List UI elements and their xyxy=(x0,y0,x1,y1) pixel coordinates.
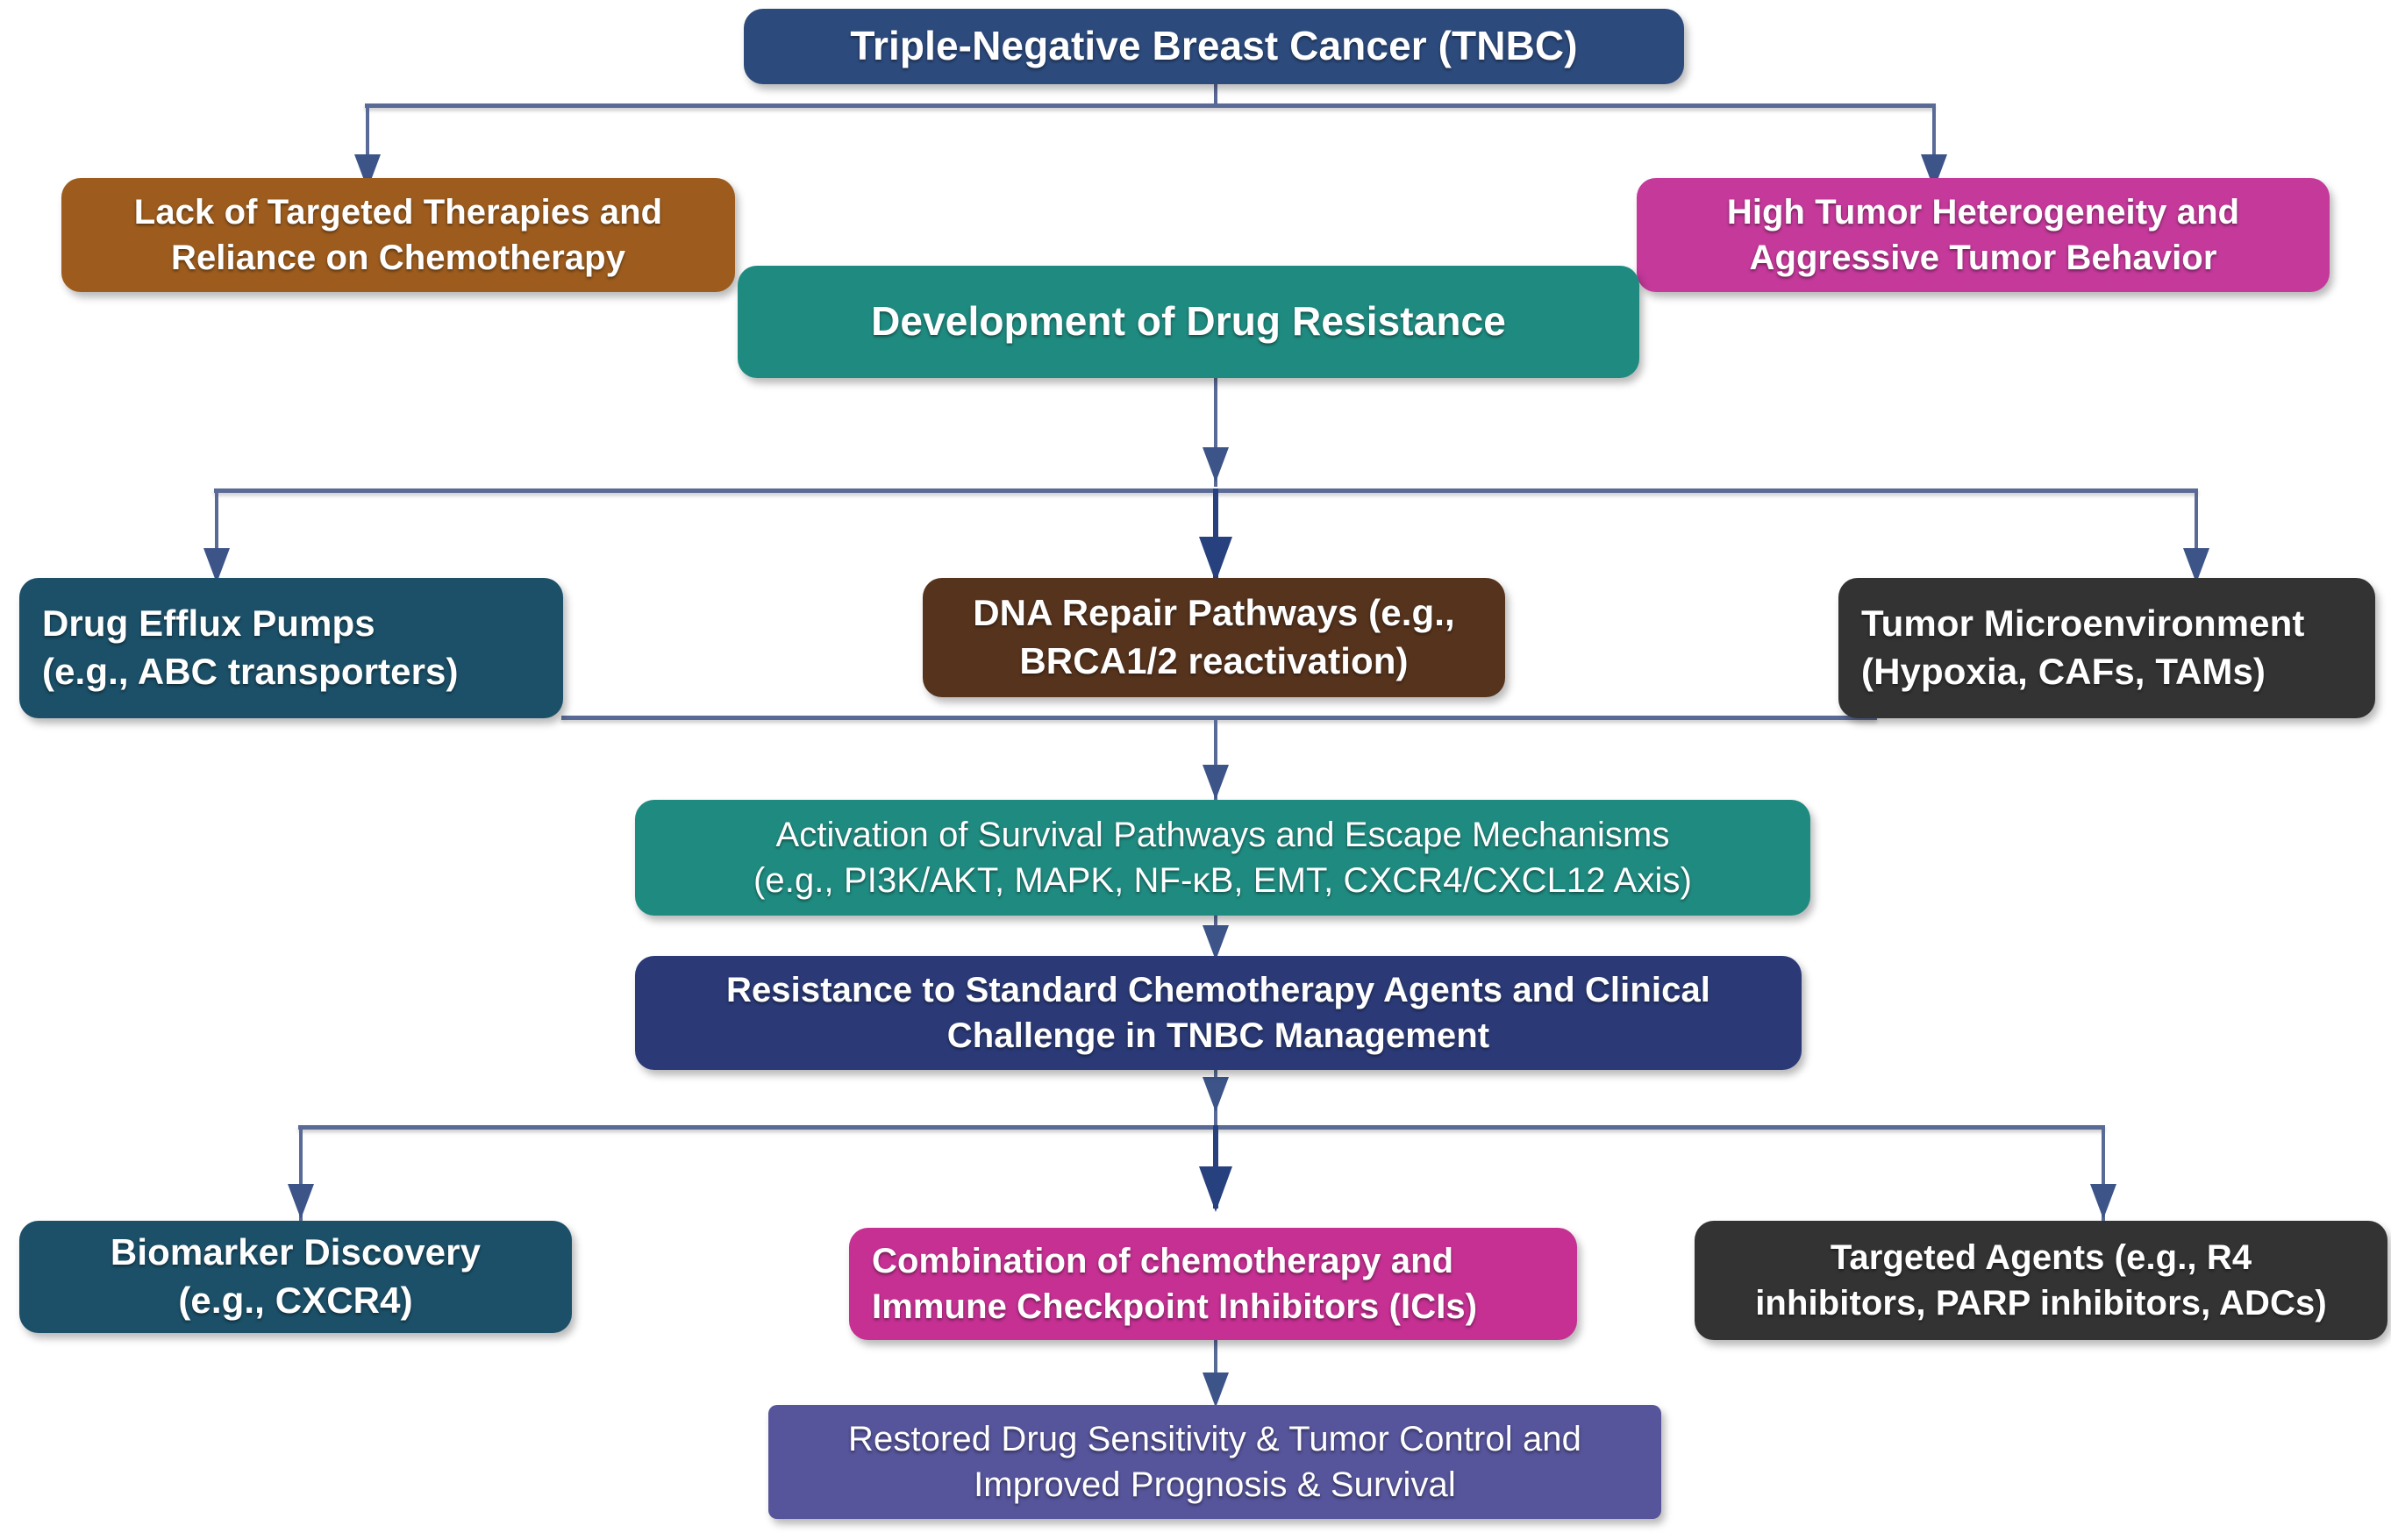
connector-to-microenvironment xyxy=(2195,488,2198,578)
node-biomarker-line-2: (e.g., CXCR4) xyxy=(178,1280,413,1321)
node-heterogeneity-line-2: Aggressive Tumor Behavior xyxy=(1749,239,2217,277)
connector-to-dna-repair xyxy=(1213,488,1218,578)
connector-bus-row1 xyxy=(365,103,1935,108)
node-combination-line-2: Immune Checkpoint Inhibitors (ICIs) xyxy=(872,1287,1478,1326)
node-combination-line-1: Combination of chemotherapy and xyxy=(872,1242,1454,1280)
arrowhead-targeted-agents xyxy=(2090,1184,2116,1219)
connector-combination-to-restored xyxy=(1214,1339,1217,1402)
arrowhead-combination xyxy=(1199,1166,1232,1212)
node-biomarker-line-1: Biomarker Discovery xyxy=(110,1231,482,1273)
node-lack-targeted-line-1: Lack of Targeted Therapies and xyxy=(133,193,663,232)
node-tumor-microenvironment[interactable]: Tumor Microenvironment (Hypoxia, CAFs, T… xyxy=(1838,578,2375,718)
node-microenvironment-line-2: (Hypoxia, CAFs, TAMs) xyxy=(1861,651,2266,692)
node-restored-line-1: Restored Drug Sensitivity & Tumor Contro… xyxy=(848,1420,1581,1458)
node-high-tumor-heterogeneity[interactable]: High Tumor Heterogeneity and Aggressive … xyxy=(1637,178,2330,292)
arrowhead-survival-pathways xyxy=(1203,765,1229,800)
node-tnbc-line-1: Triple-Negative Breast Cancer (TNBC) xyxy=(850,23,1578,69)
node-dna-repair-line-2: BRCA1/2 reactivation) xyxy=(1019,640,1409,681)
connector-bus-row2 xyxy=(214,488,2198,493)
node-tnbc[interactable]: Triple-Negative Breast Cancer (TNBC) xyxy=(744,9,1684,84)
node-drug-efflux-pumps[interactable]: Drug Efflux Pumps (e.g., ABC transporter… xyxy=(19,578,563,718)
connector-tnbc-stem xyxy=(1214,83,1217,108)
node-combination-chemo-ici[interactable]: Combination of chemotherapy and Immune C… xyxy=(849,1228,1577,1340)
arrowhead-efflux-pumps xyxy=(203,548,230,583)
node-resistance-line-1: Resistance to Standard Chemotherapy Agen… xyxy=(725,971,1711,1009)
node-restored-drug-sensitivity[interactable]: Restored Drug Sensitivity & Tumor Contro… xyxy=(768,1405,1661,1519)
connector-to-targeted-agents xyxy=(2102,1125,2105,1222)
node-biomarker-discovery[interactable]: Biomarker Discovery (e.g., CXCR4) xyxy=(19,1221,572,1333)
arrowhead-resistance-stem xyxy=(1203,1077,1229,1112)
arrowhead-dna-repair xyxy=(1199,537,1232,582)
connector-bus-row4 xyxy=(298,1125,2105,1130)
node-resistance-line-2: Challenge in TNBC Management xyxy=(946,1016,1490,1055)
node-microenvironment-line-1: Tumor Microenvironment xyxy=(1861,602,2305,645)
node-heterogeneity-line-1: High Tumor Heterogeneity and xyxy=(1726,193,2240,232)
arrowhead-resistance xyxy=(1203,925,1229,960)
node-targeted-agents[interactable]: Targeted Agents (e.g., R4 inhibitors, PA… xyxy=(1695,1221,2387,1340)
node-restored-line-2: Improved Prognosis & Survival xyxy=(974,1465,1456,1504)
connector-drugresistance-stem xyxy=(1214,377,1217,487)
node-drug-resistance-line-1: Development of Drug Resistance xyxy=(871,298,1506,345)
node-efflux-line-2: (e.g., ABC transporters) xyxy=(42,651,459,692)
node-survival-pathways[interactable]: Activation of Survival Pathways and Esca… xyxy=(635,800,1810,916)
arrowhead-drugresistance-stem xyxy=(1203,447,1229,482)
node-lack-targeted-therapies[interactable]: Lack of Targeted Therapies and Reliance … xyxy=(61,178,735,292)
node-resistance-clinical-challenge[interactable]: Resistance to Standard Chemotherapy Agen… xyxy=(635,956,1802,1070)
node-development-drug-resistance[interactable]: Development of Drug Resistance xyxy=(738,266,1639,378)
node-dna-repair-pathways[interactable]: DNA Repair Pathways (e.g., BRCA1/2 react… xyxy=(923,578,1505,697)
connector-bus-row3 xyxy=(561,716,1877,720)
connector-to-lack-targeted xyxy=(366,103,369,179)
connector-to-heterogeneity xyxy=(1932,103,1936,179)
connector-to-biomarker xyxy=(299,1125,303,1222)
node-lack-targeted-line-2: Reliance on Chemotherapy xyxy=(170,239,626,277)
connector-to-survival-pathways xyxy=(1214,716,1217,800)
node-efflux-line-1: Drug Efflux Pumps xyxy=(42,602,375,645)
node-dna-repair-line-1: DNA Repair Pathways (e.g., xyxy=(973,592,1455,634)
arrowhead-microenvironment xyxy=(2183,548,2209,583)
node-targeted-line-2: inhibitors, PARP inhibitors, ADCs) xyxy=(1755,1284,2327,1323)
node-survival-line-1: Activation of Survival Pathways and Esca… xyxy=(775,816,1670,854)
arrowhead-restored xyxy=(1203,1372,1229,1408)
node-targeted-line-1: Targeted Agents (e.g., R4 xyxy=(1830,1238,2252,1277)
arrowhead-biomarker xyxy=(288,1184,314,1219)
node-survival-line-2: (e.g., PI3K/AKT, MAPK, NF-κB, EMT, CXCR4… xyxy=(753,861,1693,900)
connector-to-efflux-pumps xyxy=(215,488,218,578)
